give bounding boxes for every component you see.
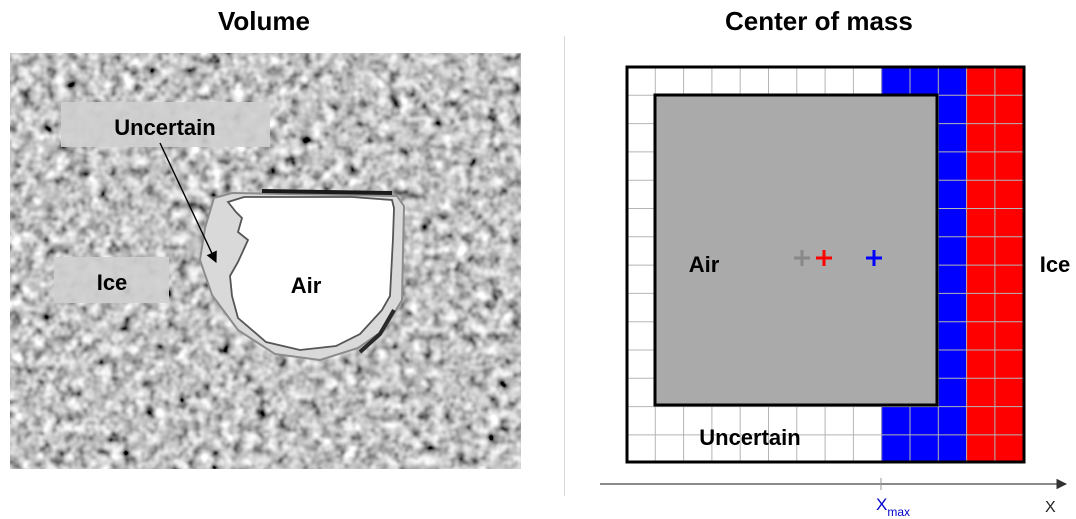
volume-frame xyxy=(625,65,1026,464)
uncertain-arrow xyxy=(159,142,217,264)
xmax-label: Xmax xyxy=(876,495,910,519)
gray-center-marker xyxy=(794,250,810,266)
volume-title: Volume xyxy=(218,6,310,36)
x-axis-label: X xyxy=(1045,499,1056,516)
air-label-right: Air xyxy=(689,252,720,277)
ice-label-box xyxy=(54,257,169,303)
center-of-mass-title: Center of mass xyxy=(725,6,913,36)
uncertain-label-box xyxy=(61,102,270,147)
air-pocket xyxy=(226,196,395,351)
air-block xyxy=(653,93,939,407)
blue-center-marker xyxy=(866,250,882,266)
ice-label-right: Ice xyxy=(1040,252,1071,277)
ice-label-left: Ice xyxy=(97,270,128,295)
air-label-left: Air xyxy=(291,273,322,298)
panel-divider xyxy=(564,36,565,496)
xmax-base: X xyxy=(876,495,887,514)
red-center-marker xyxy=(816,250,832,266)
volume-image: Uncertain Ice Air xyxy=(10,53,521,469)
uncertain-label-right: Uncertain xyxy=(699,425,800,450)
air-pocket-shadow-lower xyxy=(358,308,396,354)
xmax-subscript: max xyxy=(887,505,910,519)
center-of-mass-diagram: Air Ice Uncertain Xmax X xyxy=(600,65,1071,519)
uncertain-label-left: Uncertain xyxy=(114,115,215,140)
air-pocket-shadow xyxy=(261,189,393,195)
